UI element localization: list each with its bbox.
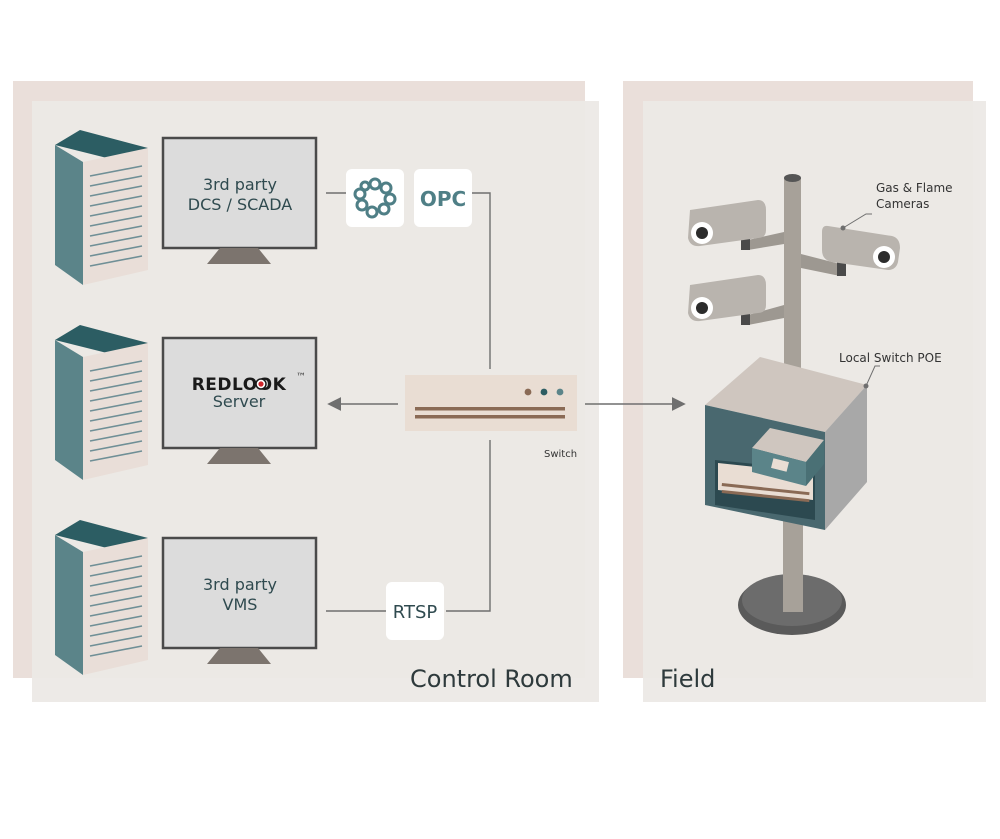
vms-line2: VMS <box>223 595 258 614</box>
camera <box>688 200 784 250</box>
cameras-label-line1: Gas & Flame <box>876 181 953 195</box>
opcua-logo-tile <box>346 169 404 227</box>
server-tower <box>55 520 148 675</box>
local-switch-label: Local Switch POE <box>839 351 942 365</box>
server-tower <box>55 325 148 480</box>
local-switch-box <box>705 357 869 530</box>
control-room-label: Control Room <box>410 665 573 693</box>
rtsp-label: RTSP <box>393 602 438 623</box>
redlook-line2: Server <box>213 392 266 411</box>
connections <box>326 192 686 612</box>
network-switch: Switch <box>405 375 577 460</box>
camera <box>801 225 900 276</box>
vms-line1: 3rd party <box>203 575 277 594</box>
field-label: Field <box>660 665 715 693</box>
field-panel <box>623 81 986 702</box>
redlook-trademark: ™ <box>296 372 306 383</box>
redlook-server-monitor: REDLOOK ™ Server <box>161 336 318 464</box>
opcua-flower-icon <box>353 177 397 219</box>
opc-label: OPC <box>420 187 466 211</box>
opc-logo-tile: OPC <box>414 169 472 227</box>
cameras-label-line2: Cameras <box>876 197 929 211</box>
camera-pole <box>738 174 846 635</box>
server-tower <box>55 130 148 285</box>
rtsp-logo-tile: RTSP <box>386 582 444 640</box>
dcs-scada-monitor: 3rd party DCS / SCADA <box>161 136 318 264</box>
dcs-line2: DCS / SCADA <box>188 195 293 214</box>
vms-monitor: 3rd party VMS <box>161 536 318 664</box>
dcs-line1: 3rd party <box>203 175 277 194</box>
switch-label: Switch <box>544 449 577 460</box>
callout-leaders <box>842 213 880 387</box>
camera <box>688 275 784 325</box>
